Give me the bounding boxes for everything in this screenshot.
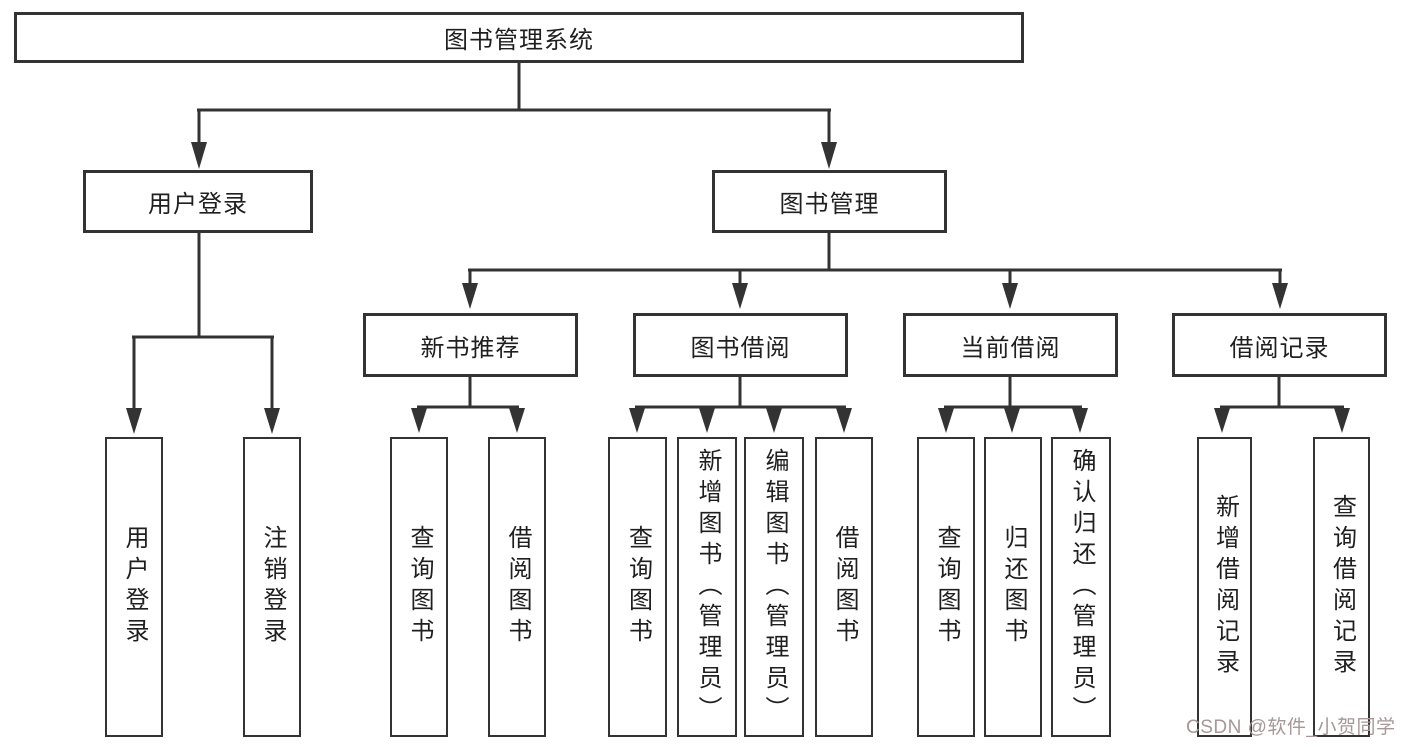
node-current-return-books: 归还图书: [984, 437, 1042, 737]
node-label: 新增图书（管理员）: [694, 447, 721, 727]
connector-user-login-branch: [132, 233, 274, 410]
node-label: 借阅图书: [831, 525, 858, 649]
node-recommend-query-books: 查询图书: [390, 437, 448, 737]
node-borrow-add-books-admin: 新增图书（管理员）: [677, 437, 737, 737]
node-records-add-record: 新增借阅记录: [1197, 437, 1252, 737]
node-borrow-borrow-books: 借阅图书: [815, 437, 873, 737]
node-label: 查询图书: [624, 525, 652, 649]
connector-borrow-records-group: [1220, 377, 1344, 410]
node-current-confirm-return-admin: 确认归还（管理员）: [1051, 437, 1111, 737]
node-recommend-borrow-books: 借阅图书: [488, 437, 546, 737]
node-label: 查询借阅记录: [1328, 494, 1356, 680]
connector-new-book-recommend-group: [417, 377, 519, 410]
node-root-title: 图书管理系统: [14, 12, 1024, 63]
node-label: 编辑图书（管理员）: [761, 447, 788, 727]
node-user-login-logout: 注销登录: [243, 437, 301, 737]
node-user-login: 用户登录: [83, 170, 313, 233]
node-current-query-books: 查询图书: [917, 437, 975, 737]
node-book-borrow: 图书借阅: [633, 313, 848, 377]
node-borrow-records: 借阅记录: [1172, 313, 1387, 377]
node-label: 查询图书: [933, 525, 960, 649]
node-book-management: 图书管理: [712, 170, 947, 233]
node-borrow-query-books: 查询图书: [608, 437, 667, 737]
node-label: 查询图书: [406, 525, 433, 649]
node-borrow-edit-books-admin: 编辑图书（管理员）: [744, 437, 804, 737]
node-records-query-record: 查询借阅记录: [1313, 437, 1370, 737]
connector-root-to-level2: [197, 63, 831, 144]
node-current-borrow: 当前借阅: [903, 313, 1118, 377]
node-new-book-recommend: 新书推荐: [363, 313, 578, 377]
node-user-login-login: 用户登录: [105, 437, 163, 737]
arrowhead-icons: [126, 142, 1350, 434]
node-label: 确认归还（管理员）: [1068, 447, 1095, 727]
node-label: 归还图书: [1000, 525, 1027, 649]
node-label: 注销登录: [259, 525, 286, 649]
connector-book-management-branch: [468, 233, 1282, 285]
connector-book-borrow-group: [635, 377, 846, 410]
node-label: 用户登录: [121, 525, 148, 649]
csdn-watermark: CSDN @软件_小贺同学: [1186, 717, 1396, 738]
connector-current-borrow-group: [944, 377, 1082, 410]
node-label: 新增借阅记录: [1211, 494, 1239, 680]
node-label: 借阅图书: [504, 525, 531, 649]
